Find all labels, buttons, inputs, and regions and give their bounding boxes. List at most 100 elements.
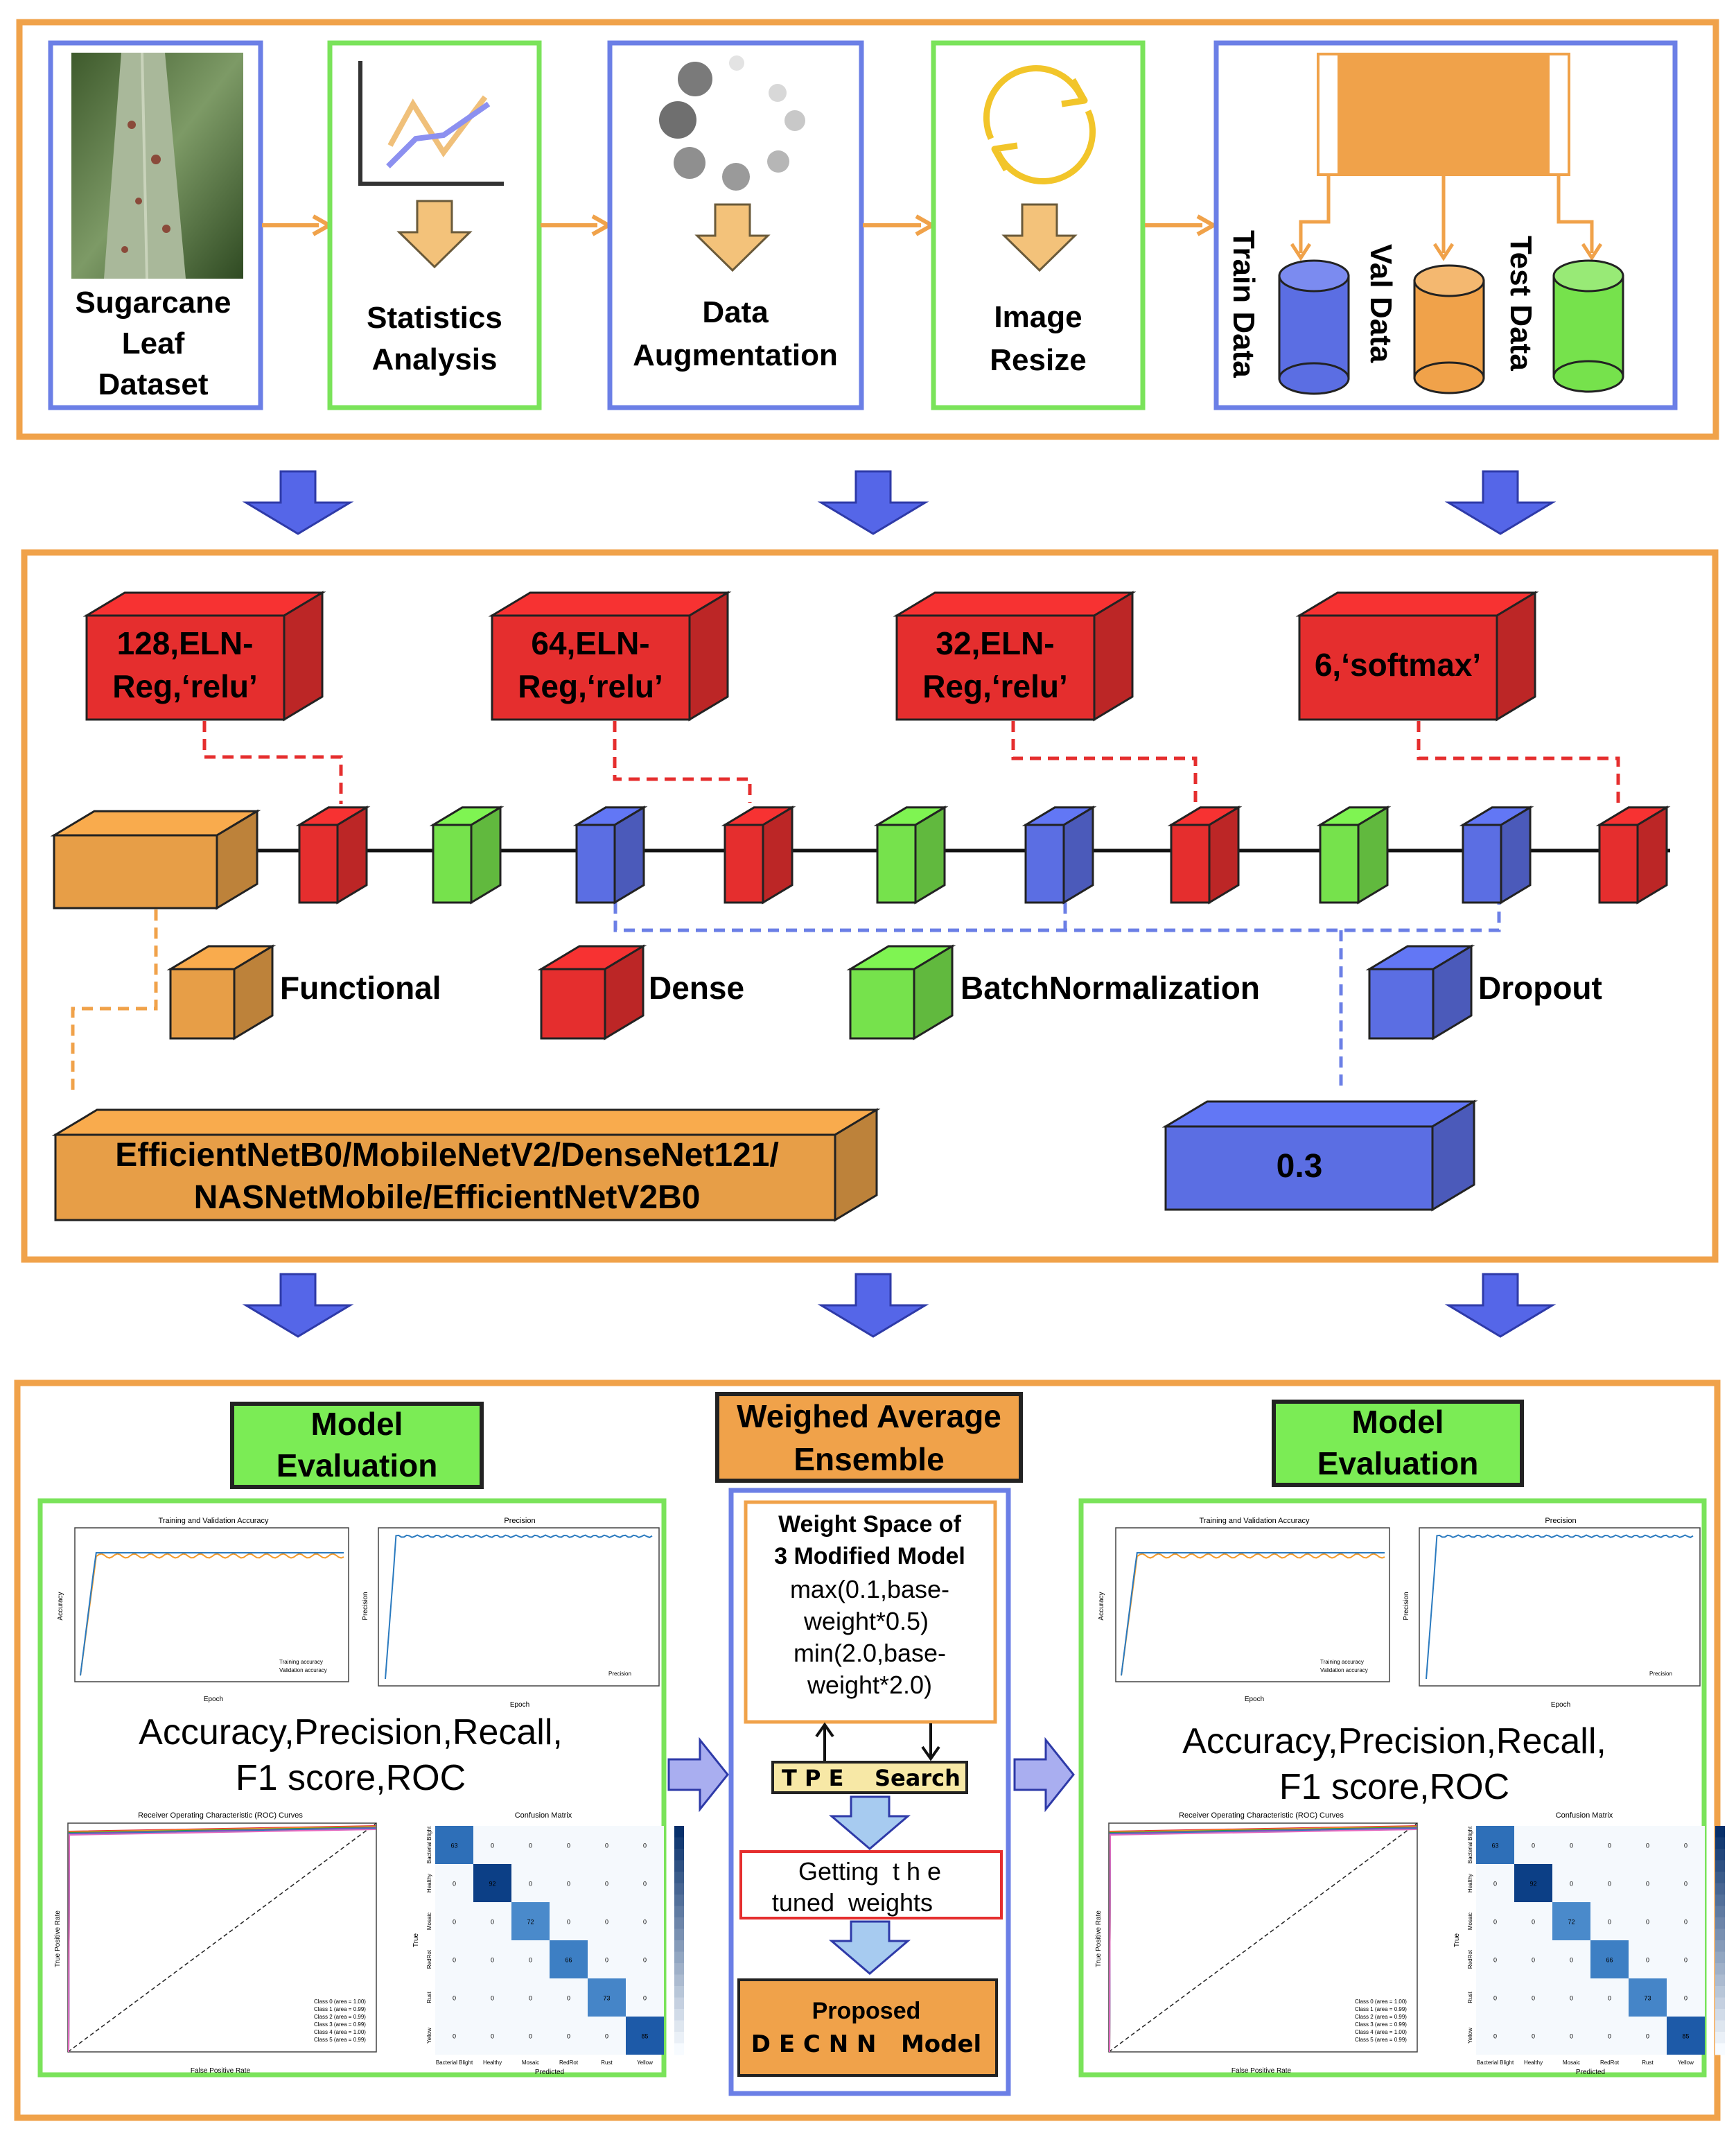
svg-text:True Positive Rate: True Positive Rate [1095, 1910, 1103, 1967]
svg-text:Bacterial Blight: Bacterial Blight [1477, 2060, 1514, 2066]
svg-text:Class 5 (area = 0.99): Class 5 (area = 0.99) [314, 2037, 366, 2043]
svg-text:0: 0 [491, 1843, 494, 1849]
layer-dropout [572, 806, 648, 905]
svg-text:True Positive Rate: True Positive Rate [54, 1910, 62, 1967]
weight-space-expressions: max(0.1,base-weight*0.5) min(2.0,base-we… [790, 1575, 949, 1699]
flow-arrow [863, 214, 937, 236]
svg-text:Predicted: Predicted [535, 2069, 564, 2076]
svg-text:Precision: Precision [1403, 1592, 1410, 1620]
svg-text:0: 0 [605, 1919, 608, 1926]
flow-arrow [1145, 214, 1218, 236]
svg-text:66: 66 [1606, 1957, 1613, 1964]
svg-text:True: True [412, 1933, 420, 1947]
svg-text:Bacterial Blight: Bacterial Blight [1467, 1826, 1473, 1863]
svg-text:Precision: Precision [504, 1517, 535, 1525]
svg-text:0: 0 [1570, 1957, 1573, 1964]
svg-text:Class 1 (area = 0.99): Class 1 (area = 0.99) [1355, 2006, 1407, 2012]
backbone-label: EfficientNetB0/MobileNetV2/DenseNet121/N… [115, 1137, 779, 1216]
roc-plot: Receiver Operating Characteristic (ROC) … [54, 1811, 377, 2075]
legend-dropout: Dropout [1365, 944, 1602, 1041]
svg-text:85: 85 [1682, 2033, 1689, 2040]
layer-dense [1167, 806, 1243, 905]
svg-text:Yellow: Yellow [1467, 2028, 1473, 2044]
layer-dense [1595, 806, 1671, 905]
dropout-rate-cube [1161, 1099, 1478, 1212]
svg-text:Rust: Rust [601, 2060, 613, 2066]
svg-text:0: 0 [567, 2033, 570, 2040]
legend-functional-cube [166, 944, 277, 1041]
svg-text:Bacterial Blight: Bacterial Blight [436, 2060, 473, 2066]
svg-text:Rust: Rust [426, 1992, 432, 2003]
left-eval-title-box [230, 1402, 484, 1489]
svg-text:0: 0 [1493, 1881, 1497, 1888]
legend-dense: Dense [537, 944, 744, 1041]
svg-text:0: 0 [529, 1995, 532, 2002]
svg-text:Mosaic: Mosaic [522, 2060, 539, 2066]
legend-batchnorm-cube [846, 944, 956, 1041]
dense-block-2: 32,ELN-Reg,‘relu’ [893, 591, 1137, 722]
svg-text:0: 0 [529, 1957, 532, 1964]
svg-text:RedRot: RedRot [559, 2060, 579, 2066]
section-arrows-1 [242, 470, 1557, 535]
svg-text:0: 0 [1646, 1843, 1649, 1849]
svg-text:Precision: Precision [362, 1592, 369, 1620]
accuracy-plot: Training and Validation AccuracyEpochAcc… [57, 1517, 349, 1703]
architecture-frame [21, 549, 1719, 1263]
svg-text:0: 0 [453, 2033, 456, 2040]
svg-text:Precision: Precision [608, 1671, 631, 1677]
dense-block-label: 128,ELN-Reg,‘relu’ [112, 625, 258, 704]
svg-text:0: 0 [1608, 1995, 1611, 2002]
svg-text:0: 0 [529, 1881, 532, 1888]
svg-text:Class 2 (area = 0.99): Class 2 (area = 0.99) [314, 2014, 366, 2020]
svg-text:Training accuracy: Training accuracy [1320, 1659, 1364, 1665]
svg-text:0: 0 [567, 1995, 570, 2002]
svg-text:0: 0 [1570, 1881, 1573, 1888]
svg-text:0: 0 [1608, 1881, 1611, 1888]
svg-text:RedRot: RedRot [426, 1949, 432, 1969]
svg-text:0: 0 [453, 1995, 456, 2002]
svg-text:0: 0 [567, 1919, 570, 1926]
tpe-search-box [771, 1761, 968, 1794]
backbone-models-block: EfficientNetB0/MobileNetV2/DenseNet121/N… [51, 1108, 881, 1222]
svg-text:0: 0 [1570, 1995, 1573, 2002]
svg-text:Epoch: Epoch [204, 1696, 223, 1703]
dense-block-1: 64,ELN-Reg,‘relu’ [488, 591, 732, 722]
svg-text:0: 0 [643, 1957, 647, 1964]
svg-text:0: 0 [453, 1881, 456, 1888]
svg-text:Yellow: Yellow [637, 2060, 653, 2066]
legend-dropout-cube [1365, 944, 1475, 1041]
svg-text:True: True [1453, 1933, 1461, 1947]
svg-text:Yellow: Yellow [426, 2028, 432, 2044]
svg-text:RedRot: RedRot [1467, 1949, 1473, 1969]
down-arrow-icon [828, 1795, 911, 1850]
layer-batchnorm [873, 806, 949, 905]
svg-text:0: 0 [1684, 1995, 1687, 2002]
down-arrow-icon [396, 200, 473, 269]
svg-text:Class 4 (area = 1.00): Class 4 (area = 1.00) [1355, 2029, 1407, 2035]
svg-text:0: 0 [567, 1843, 570, 1849]
tuned-weights-box [739, 1850, 1003, 1919]
flow-arrow [541, 214, 613, 236]
svg-text:63: 63 [450, 1843, 457, 1849]
svg-text:Confusion Matrix: Confusion Matrix [515, 1811, 572, 1820]
svg-text:0: 0 [1608, 1919, 1611, 1926]
weight-space-box [744, 1500, 997, 1724]
dropout-rate-block: 0.3 [1161, 1099, 1478, 1212]
roc-plot: Receiver Operating Characteristic (ROC) … [1095, 1811, 1418, 2075]
svg-text:92: 92 [1529, 1881, 1536, 1888]
svg-text:0: 0 [1570, 2033, 1573, 2040]
left-metrics-text: Accuracy,Precision,Recall,F1 score,ROC [139, 1712, 563, 1798]
svg-text:0: 0 [1684, 1957, 1687, 1964]
svg-text:0: 0 [1570, 1843, 1573, 1849]
svg-text:BatchNormalization: BatchNormalization [961, 970, 1260, 1006]
svg-text:Class 0 (area = 1.00): Class 0 (area = 1.00) [314, 1999, 366, 2005]
layer-batchnorm [1316, 806, 1392, 905]
val-data-label: Val Data [1364, 244, 1398, 363]
right-result-plots: Training and Validation AccuracyEpochAcc… [1095, 1517, 1725, 2076]
